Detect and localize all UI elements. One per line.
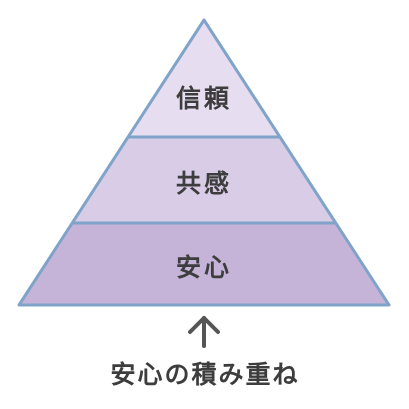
pyramid-tier-top [128,20,280,137]
level-label-bottom: 安心 [176,253,232,282]
pyramid-tier-bottom [19,223,389,305]
caption: 安心の積み重ね [110,360,299,389]
pyramid-tier-middle [73,137,335,223]
level-label-middle: 共感 [176,169,232,198]
pyramid-outline [17,18,391,307]
level-label-top: 信頼 [176,84,232,113]
arrow-up-icon [188,316,220,348]
